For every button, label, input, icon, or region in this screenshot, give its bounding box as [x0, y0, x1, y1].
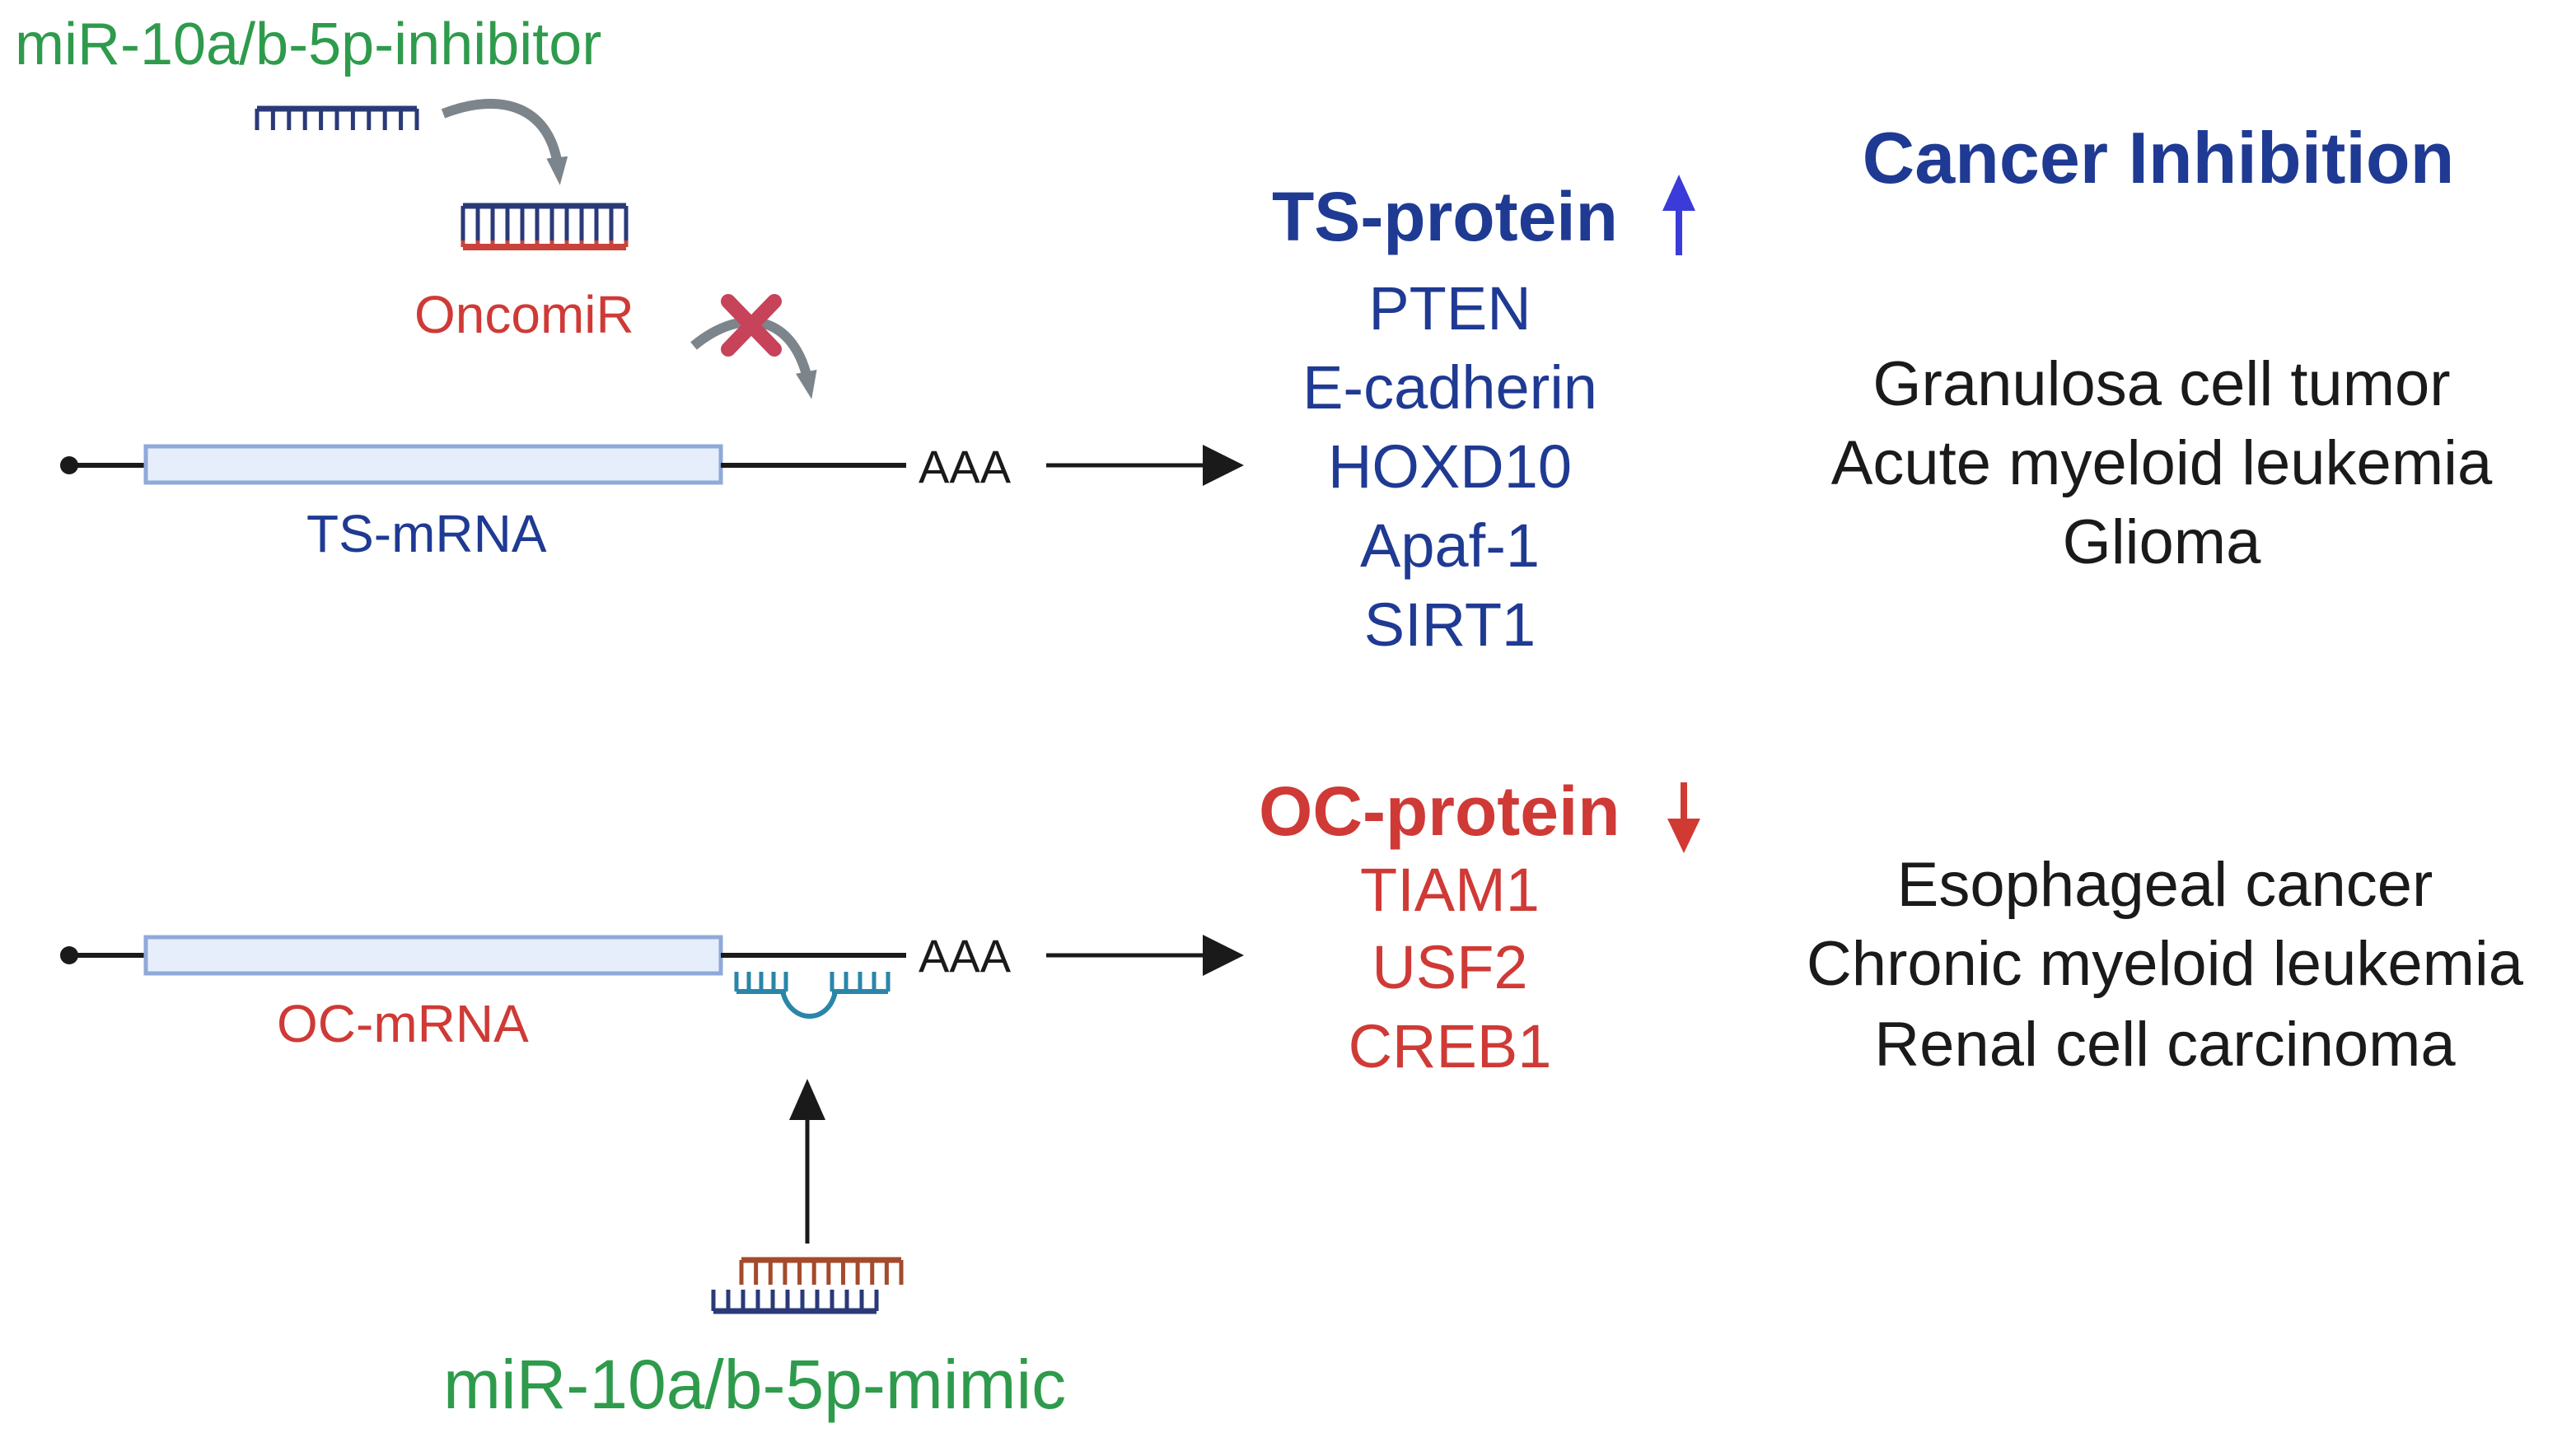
- ts-poly-a-label: AAA: [919, 441, 1012, 492]
- cancer-item: Glioma: [2063, 507, 2261, 577]
- cancer-list-ts: Granulosa cell tumor Acute myeloid leuke…: [1831, 349, 2493, 577]
- up-arrow-icon: [1662, 175, 1695, 255]
- down-arrow-icon: [1667, 782, 1700, 853]
- ts-protein-item: HOXD10: [1328, 432, 1572, 501]
- ts-mrna-strand: [60, 444, 906, 485]
- cancer-item: Granulosa cell tumor: [1872, 349, 2450, 419]
- cancer-list-oc: Esophageal cancer Chronic myeloid leukem…: [1807, 850, 2524, 1080]
- inhibitor-binding-arrow: [441, 99, 568, 185]
- cancer-item: Chronic myeloid leukemia: [1807, 929, 2524, 999]
- oc-mrna-strand: [60, 935, 906, 976]
- oc-protein-list: TIAM1 USF2 CREB1: [1349, 856, 1552, 1080]
- mimic-duplex-icon: [711, 1257, 904, 1314]
- oncomir-label: OncomiR: [414, 285, 634, 344]
- inhibitor-oncomir-duplex-icon: [461, 203, 629, 250]
- ts-protein-item: E-cadherin: [1302, 353, 1597, 422]
- ts-protein-item: PTEN: [1368, 274, 1531, 343]
- oc-protein-item: CREB1: [1349, 1012, 1552, 1080]
- mimic-delivery-arrow: [789, 1079, 825, 1244]
- cancer-item: Acute myeloid leukemia: [1831, 428, 2493, 498]
- ts-protein-item: SIRT1: [1364, 590, 1536, 659]
- inhibitor-label: miR-10a/b-5p-inhibitor: [15, 12, 601, 77]
- inhibitor-strand-icon: [255, 105, 419, 130]
- cancer-inhibition-heading: Cancer Inhibition: [1863, 117, 2455, 198]
- ts-protein-item: Apaf-1: [1360, 511, 1540, 580]
- oc-protein-heading: OC-protein: [1259, 772, 1620, 850]
- oc-protein-item: USF2: [1372, 933, 1527, 1001]
- block-x-icon: [721, 294, 782, 357]
- oc-protein-item: TIAM1: [1360, 856, 1540, 924]
- cancer-item: Renal cell carcinoma: [1874, 1010, 2456, 1080]
- mimic-label: miR-10a/b-5p-mimic: [443, 1346, 1066, 1423]
- blocked-oncomir-arrow: [690, 316, 817, 399]
- ts-protein-heading: TS-protein: [1272, 178, 1618, 255]
- ts-mrna-label: TS-mRNA: [306, 504, 547, 563]
- bound-mirna-icon: [734, 972, 891, 1019]
- ts-protein-list: PTEN E-cadherin HOXD10 Apaf-1 SIRT1: [1302, 274, 1597, 659]
- translation-arrow-oc: [1046, 935, 1244, 976]
- oc-mrna-label: OC-mRNA: [277, 994, 529, 1053]
- translation-arrow-ts: [1046, 445, 1244, 486]
- oc-poly-a-label: AAA: [919, 930, 1012, 982]
- cancer-item: Esophageal cancer: [1897, 850, 2433, 920]
